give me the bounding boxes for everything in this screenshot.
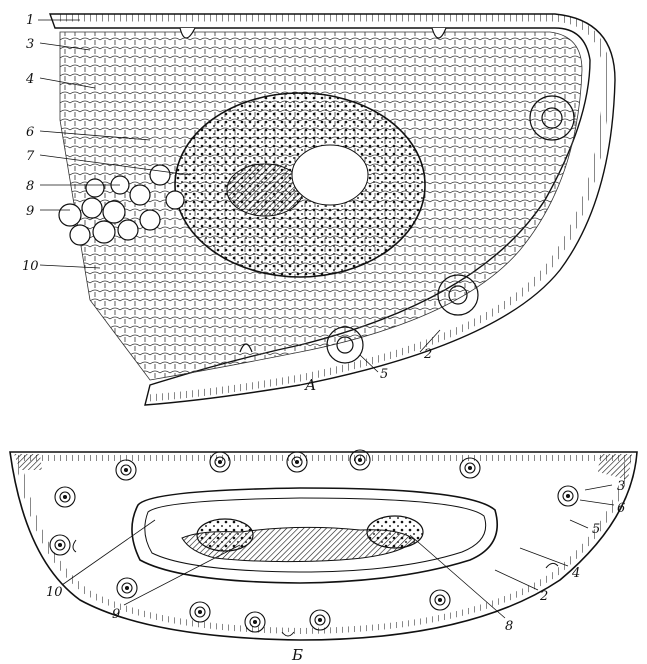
panel-a-label-3: 3 <box>26 37 34 52</box>
panel-b-label-5: 5 <box>592 522 600 537</box>
panel-b-label-2: 2 <box>539 589 548 604</box>
panel-a-label-2: 2 <box>423 347 432 362</box>
panel-a-xylem <box>227 164 303 216</box>
panel-a-label-5: 5 <box>380 367 388 382</box>
panel-b-label-10: 10 <box>46 585 63 600</box>
panel-b-label-8: 8 <box>505 619 513 634</box>
panel-b-label-6: 6 <box>617 501 625 516</box>
panel-b-bundle-right <box>367 516 423 548</box>
panel-b-bundle-left <box>197 519 253 551</box>
panel-b-collenchyma-right <box>598 454 632 480</box>
panel-a-phloem <box>292 145 368 205</box>
panel-a-letter: А <box>304 376 316 394</box>
panel-b-section: 10 9 8 2 4 5 6 3 Б <box>10 450 637 664</box>
panel-a-label-8: 8 <box>26 179 34 194</box>
panel-a-label-6: 6 <box>26 125 34 140</box>
panel-b-letter: Б <box>291 646 303 664</box>
panel-a-label-9: 9 <box>26 204 34 219</box>
panel-b-label-9: 9 <box>112 607 120 622</box>
panel-b-label-3: 3 <box>617 479 625 494</box>
panel-b-label-4: 4 <box>571 566 580 581</box>
panel-a-section: 1 3 4 6 7 8 9 10 2 5 А <box>22 13 615 405</box>
panel-a-label-10: 10 <box>22 259 39 274</box>
panel-a-label-4: 4 <box>25 72 34 87</box>
panel-a-label-7: 7 <box>26 149 35 164</box>
panel-a-label-1: 1 <box>26 13 34 28</box>
